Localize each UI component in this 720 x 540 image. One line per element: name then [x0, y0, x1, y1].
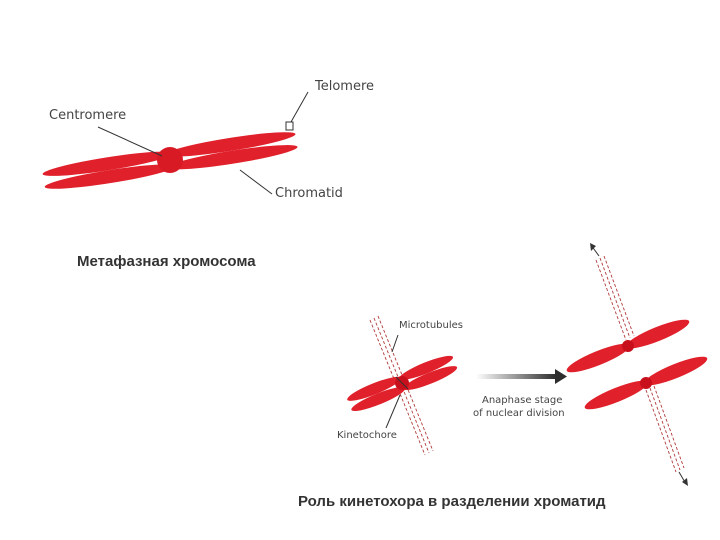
top-leader-lines — [97, 91, 309, 195]
kinetochore-label: Kinetochore — [337, 430, 397, 441]
centromere-label: Centromere — [49, 108, 127, 123]
microtubules-label: Microtubules — [399, 320, 463, 331]
telomere-marker — [285, 121, 294, 131]
telomere-label: Telomere — [315, 79, 375, 94]
bottom-leader-lines — [385, 334, 401, 429]
lower-kinetochore — [640, 377, 652, 389]
anaphase-label-line2: of nuclear division — [473, 408, 565, 419]
sister-chromatid-upper-left — [566, 343, 630, 373]
chromatid-arm-right-lower — [403, 366, 458, 391]
sister-chromatid-lower-right — [644, 356, 708, 386]
upper-kinetochore — [622, 340, 634, 352]
kinetochore-caption: Роль кинетохора в разделении хроматид — [298, 493, 606, 510]
anaphase-arrow — [476, 369, 567, 384]
chromatid-right-upper — [165, 132, 296, 157]
kinetochore-leader — [385, 394, 401, 429]
chromatid-right-lower — [167, 145, 298, 170]
pole-arrows — [590, 244, 687, 485]
centromere-leader — [97, 126, 163, 157]
metaphase-chromosome — [42, 132, 298, 189]
sister-chromatid-lower-left — [584, 380, 648, 410]
chromatid-label: Chromatid — [275, 186, 343, 201]
anaphase-label-line1: Anaphase stage — [482, 395, 563, 406]
centromere-knob — [157, 147, 183, 173]
chromatid-arm-left-lower — [351, 387, 406, 412]
chromatid-arm-left-upper — [347, 376, 402, 401]
microtubules-leader — [391, 334, 399, 353]
chromatid-leader — [239, 169, 273, 195]
telomere-leader — [290, 91, 309, 123]
chromatid-left-upper — [42, 151, 174, 176]
metaphase-caption: Метафазная хромосома — [77, 253, 256, 270]
anaphase-separation — [566, 243, 708, 486]
spindle-fibers — [595, 255, 685, 473]
chromatid-arm-right-upper — [399, 355, 454, 380]
sister-chromatid-upper-right — [626, 319, 690, 349]
kinetochore-chromosome — [347, 315, 458, 456]
chromatid-left-lower — [44, 164, 176, 189]
